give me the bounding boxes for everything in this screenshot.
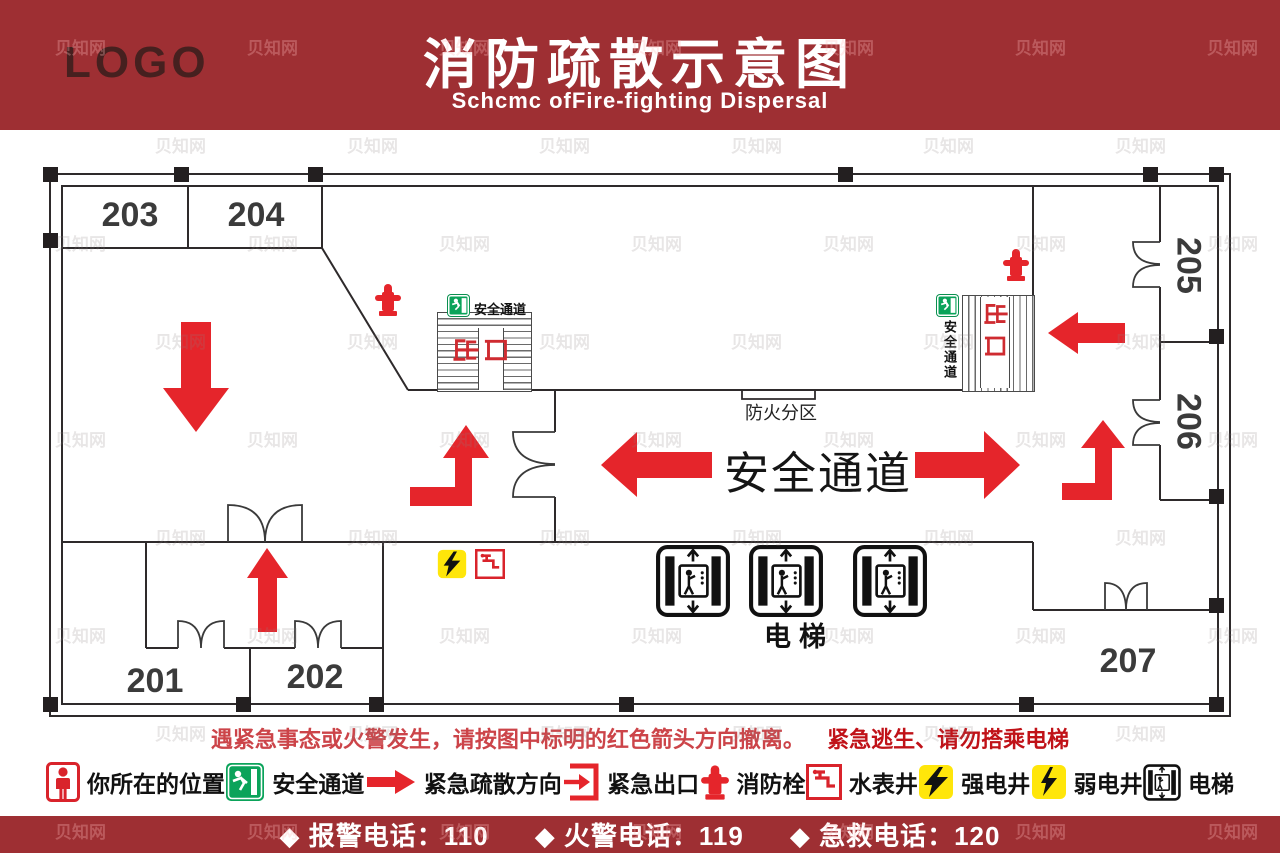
fire-partition-bracket xyxy=(741,390,816,400)
legend-row: 你所在的位置 安全通道 紧急疏散方向 紧急出口 xyxy=(46,756,1234,808)
arrow-up-vestibule xyxy=(247,548,288,632)
safe-passage-sign-label: 安全通道 xyxy=(942,320,957,380)
water-meter-icon xyxy=(805,764,842,800)
legend-item: 强电井 xyxy=(918,764,1030,800)
person-location-icon xyxy=(46,762,80,802)
legend-item: 紧急疏散方向 xyxy=(365,765,562,799)
phone-fire: ◆ 火警电话：119 xyxy=(534,821,744,851)
safe-passage-icon xyxy=(937,295,958,316)
stair-landing-right xyxy=(980,297,1010,388)
room-label-204: 204 xyxy=(227,196,285,234)
legend-label: 消防栓 xyxy=(736,771,806,797)
safe-passage-sign-label: 安全通道 xyxy=(474,302,527,317)
legend-item: 水表井 xyxy=(805,764,918,800)
arrow-corridor-right xyxy=(915,431,1020,499)
elevator-bank-label: 电梯 xyxy=(764,622,834,652)
legend-item: 你所在的位置 xyxy=(46,762,225,802)
evacuation-notice: 遇紧急事态或火警发生，请按图中标明的红色箭头方向撤离。 紧急逃生、请勿搭乘电梯 xyxy=(0,722,1280,754)
room-label-201: 201 xyxy=(126,662,184,700)
legend-item: 弱电井 xyxy=(1031,764,1143,800)
water-meter-icon xyxy=(475,549,505,579)
running-man-icon xyxy=(940,298,956,313)
room-label-206: 206 xyxy=(1169,393,1208,450)
fire-hydrant-icon xyxy=(375,284,401,316)
arrow-bend-up-right xyxy=(1062,420,1125,500)
legend-label: 电梯 xyxy=(1188,771,1234,797)
legend-label: 弱电井 xyxy=(1073,771,1143,797)
page-title: 消防疏散示意图 xyxy=(423,35,857,95)
stair-exit-text: 口 xyxy=(481,336,512,364)
elevator-icon xyxy=(748,544,824,618)
footer-band: ◆ 报警电话：110 ◆ 火警电话：119 ◆ 急救电话：120 xyxy=(0,816,1280,853)
phone-ambulance: ◆ 急救电话：120 xyxy=(789,821,1001,851)
safe-passage-icon xyxy=(226,763,265,801)
evacuation-arrow-icon xyxy=(366,770,415,794)
elevator-icon xyxy=(1143,763,1181,801)
corridor-safe-passage-label: 安全通道 xyxy=(723,448,912,499)
weak-electric-icon xyxy=(1031,765,1066,799)
stair-exit-text: 出 xyxy=(981,302,1008,326)
room-label-207: 207 xyxy=(1099,642,1157,680)
legend-label: 紧急出口 xyxy=(607,771,700,797)
emergency-exit-icon xyxy=(564,763,599,801)
evacuation-arrows xyxy=(163,312,1125,632)
legend-item: 电梯 xyxy=(1143,763,1234,801)
walls xyxy=(49,173,1231,717)
running-man-icon xyxy=(451,298,467,313)
weak-electric-icon xyxy=(437,549,467,579)
strong-electric-icon xyxy=(919,765,954,799)
legend-label: 强电井 xyxy=(961,771,1031,797)
room-label-203: 203 xyxy=(101,196,159,234)
wall-columns xyxy=(43,167,1224,712)
notice-main-text: 遇紧急事态或火警发生，请按图中标明的红色箭头方向撤离。 xyxy=(210,727,805,752)
fire-hydrant-icon xyxy=(700,764,729,800)
arrow-to-right-stair xyxy=(1048,312,1125,354)
elevator-icon xyxy=(655,544,731,618)
stair-landing-left xyxy=(478,328,504,390)
elevator-icon xyxy=(852,544,928,618)
notice-emphasis-text: 紧急逃生、请勿搭乘电梯 xyxy=(827,727,1070,752)
legend-item: 消防栓 xyxy=(700,764,806,801)
logo-text: LOGO xyxy=(64,38,210,87)
stair-exit-text: 出 xyxy=(450,336,481,364)
page-subtitle: Schcmc ofFire-fighting Dispersal xyxy=(451,88,829,113)
legend-label: 你所在的位置 xyxy=(87,771,225,797)
arrow-down-left-room xyxy=(163,322,229,432)
room-label-205: 205 xyxy=(1169,237,1208,294)
legend-label: 紧急疏散方向 xyxy=(423,771,562,797)
header-band: LOGO 消防疏散示意图 Schcmc ofFire-fighting Disp… xyxy=(0,0,1280,130)
legend-item: 紧急出口 xyxy=(562,763,699,801)
phone-police: ◆ 报警电话：110 xyxy=(279,821,489,851)
room-label-202: 202 xyxy=(286,658,344,696)
legend-label: 水表井 xyxy=(848,771,918,797)
fire-partition-label: 防火分区 xyxy=(745,403,817,423)
safe-passage-icon xyxy=(448,295,469,316)
arrow-bend-up-left xyxy=(410,425,489,506)
stair-exit-text: 口 xyxy=(981,334,1008,358)
door-arcs xyxy=(177,241,1161,649)
legend-item: 安全通道 xyxy=(225,762,364,802)
legend-label: 安全通道 xyxy=(272,771,365,797)
arrow-corridor-left xyxy=(601,432,712,497)
fire-hydrant-icon xyxy=(1003,249,1029,281)
